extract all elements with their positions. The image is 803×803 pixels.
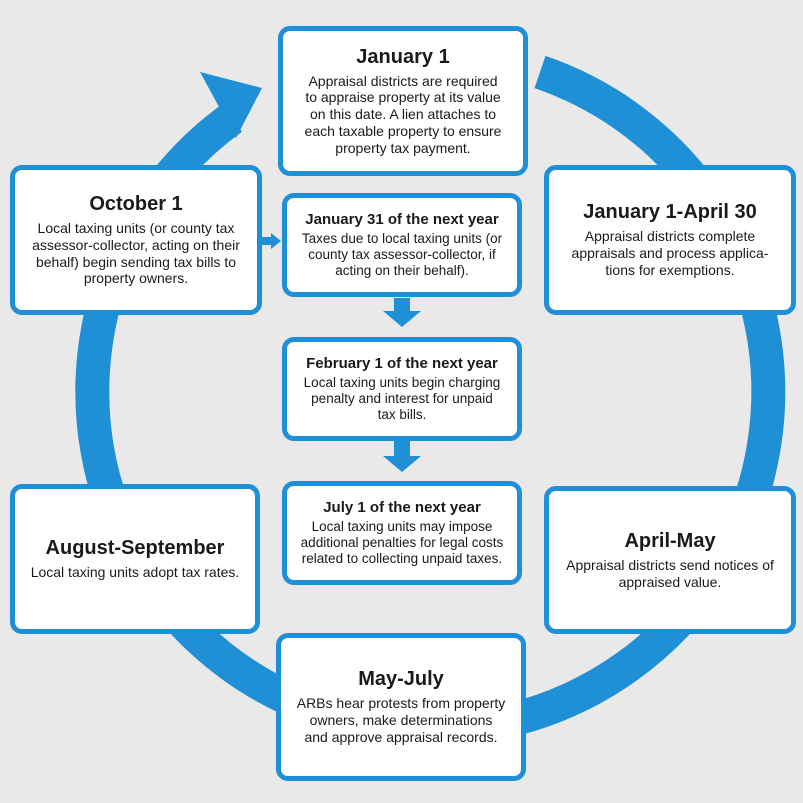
- box-jan-apr-body: Appraisal districts complete appraisals …: [571, 228, 769, 278]
- box-january-1-title: January 1: [356, 45, 450, 68]
- box-may-jul: May-July ARBs hear protests from propert…: [276, 633, 526, 781]
- box-may-jul-title: May-July: [358, 668, 444, 691]
- arrow-down-1: [383, 311, 421, 327]
- box-feb-1-title: February 1 of the next year: [306, 354, 498, 372]
- box-jul-1-title: July 1 of the next year: [323, 498, 481, 516]
- box-jan-31-title: January 31 of the next year: [305, 210, 499, 228]
- arrow-stem-right: [262, 237, 272, 245]
- box-apr-may-body: Appraisal districts send notices of appr…: [566, 556, 774, 590]
- arrow-stem-2: [394, 441, 410, 457]
- box-january-1-body: Appraisal districts are required to appr…: [304, 72, 502, 156]
- box-apr-may-title: April-May: [624, 529, 716, 552]
- box-october-1-title: October 1: [89, 192, 183, 215]
- arrow-down-2: [383, 456, 421, 472]
- box-jan-31: January 31 of the next year Taxes due to…: [282, 193, 522, 297]
- box-jul-1-body: Local taxing units may impose additional…: [300, 518, 504, 567]
- box-aug-sep: August-September Local taxing units adop…: [10, 484, 260, 634]
- cycle-arrowhead: [200, 72, 262, 138]
- box-aug-sep-title: August-September: [45, 537, 225, 560]
- box-feb-1-body: Local taxing units begin charging penalt…: [303, 374, 501, 423]
- arrow-right: [271, 233, 281, 249]
- box-apr-may: April-May Appraisal districts send notic…: [544, 486, 796, 634]
- box-may-jul-body: ARBs hear protests from property owners,…: [296, 695, 506, 745]
- box-jul-1: July 1 of the next year Local taxing uni…: [282, 481, 522, 585]
- arrow-stem-1: [394, 298, 410, 312]
- box-jan-apr-title: January 1-April 30: [583, 201, 757, 224]
- box-january-1: January 1 Appraisal districts are requir…: [278, 26, 528, 176]
- box-october-1-body: Local taxing units (or county tax assess…: [32, 219, 240, 287]
- box-aug-sep-body: Local taxing units adopt tax rates.: [30, 564, 240, 581]
- box-october-1: October 1 Local taxing units (or county …: [10, 165, 262, 315]
- box-jan-apr: January 1-April 30 Appraisal districts c…: [544, 165, 796, 315]
- box-feb-1: February 1 of the next year Local taxing…: [282, 337, 522, 441]
- box-jan-31-body: Taxes due to local taxing units (or coun…: [301, 230, 503, 279]
